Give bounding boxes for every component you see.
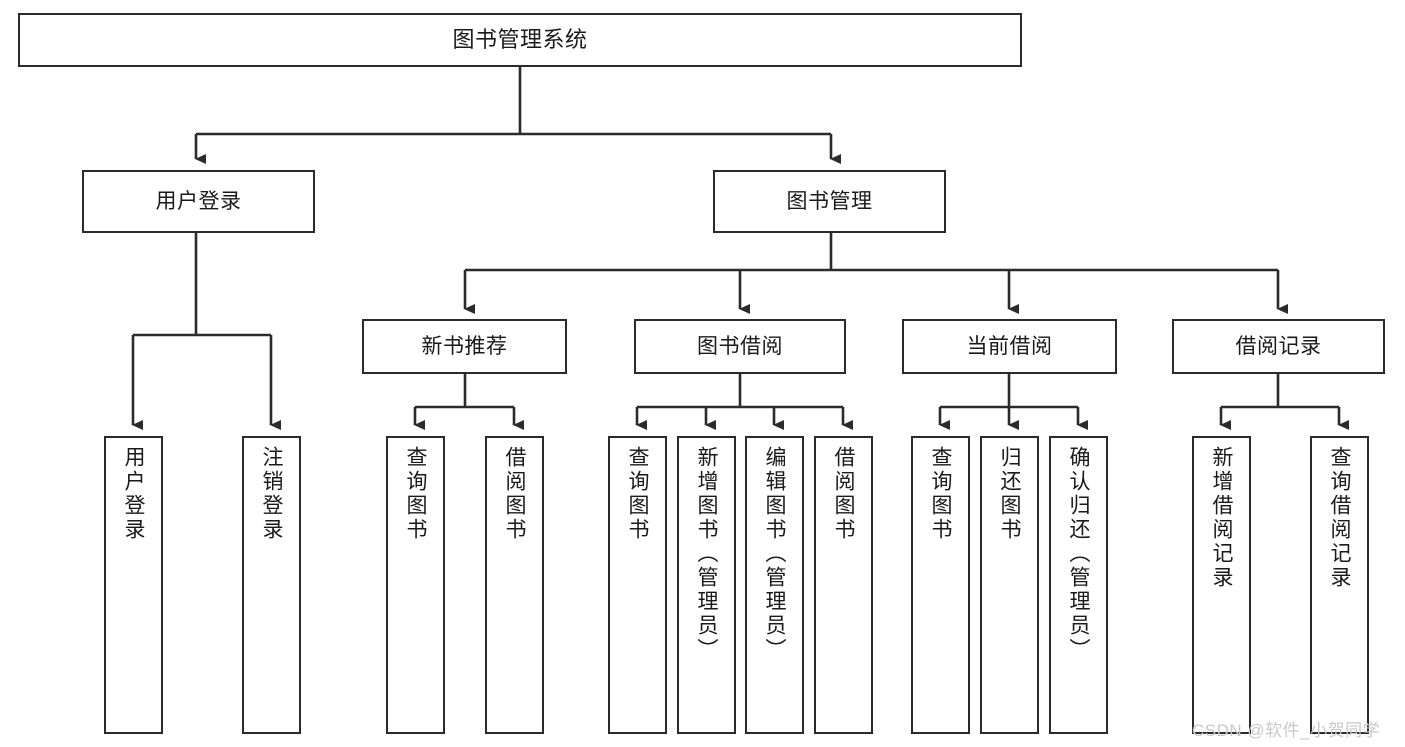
leaf-record-add-record[interactable]: 新增借阅记录: [1192, 436, 1251, 734]
node-label: 查询图书: [626, 446, 649, 542]
leaf-borrow-add-book-admin[interactable]: 新增图书（管理员）: [677, 436, 736, 734]
leaf-record-query-record[interactable]: 查询借阅记录: [1310, 436, 1369, 734]
leaf-borrow-edit-book-admin[interactable]: 编辑图书（管理员）: [745, 436, 804, 734]
node-label: 确认归还（管理员）: [1067, 446, 1090, 662]
node-label: 借阅记录: [1235, 334, 1322, 358]
leaf-user-login-logout[interactable]: 注销登录: [242, 436, 301, 734]
leaf-current-confirm-return-admin[interactable]: 确认归还（管理员）: [1049, 436, 1108, 734]
leaf-current-query-book[interactable]: 查询图书: [911, 436, 970, 734]
node-book-management[interactable]: 图书管理: [713, 170, 946, 233]
node-label: 用户登录: [122, 446, 145, 542]
node-label: 借阅图书: [832, 446, 855, 542]
node-label: 图书管理系统: [452, 27, 588, 53]
node-label: 当前借阅: [966, 334, 1053, 358]
node-book-borrow[interactable]: 图书借阅: [634, 319, 846, 374]
node-borrow-record[interactable]: 借阅记录: [1172, 319, 1385, 374]
leaf-recommend-borrow-book[interactable]: 借阅图书: [485, 436, 544, 734]
leaf-borrow-borrow-book[interactable]: 借阅图书: [814, 436, 873, 734]
leaf-borrow-query-book[interactable]: 查询图书: [608, 436, 667, 734]
leaf-recommend-query-book[interactable]: 查询图书: [386, 436, 445, 734]
node-label: 查询借阅记录: [1328, 446, 1351, 590]
node-label: 图书管理: [786, 189, 873, 213]
node-label: 新书推荐: [421, 334, 508, 358]
node-label: 新增图书（管理员）: [695, 446, 718, 662]
node-label: 新增借阅记录: [1210, 446, 1233, 590]
node-label: 归还图书: [998, 446, 1021, 542]
leaf-user-login-login[interactable]: 用户登录: [104, 436, 163, 734]
node-label: 图书借阅: [697, 334, 783, 358]
node-user-login[interactable]: 用户登录: [82, 170, 315, 233]
node-new-book-recommendation[interactable]: 新书推荐: [362, 319, 567, 374]
node-label: 用户登录: [155, 189, 242, 213]
node-label: 借阅图书: [503, 446, 526, 542]
node-label: 注销登录: [260, 446, 283, 542]
node-current-borrow[interactable]: 当前借阅: [902, 319, 1117, 374]
node-label: 查询图书: [929, 446, 952, 542]
node-label: 编辑图书（管理员）: [763, 446, 786, 662]
csdn-watermark: CSDN @软件_小贺同学: [1192, 721, 1381, 740]
node-label: 查询图书: [404, 446, 427, 542]
leaf-current-return-book[interactable]: 归还图书: [980, 436, 1039, 734]
node-root-book-management-system[interactable]: 图书管理系统: [18, 13, 1022, 67]
